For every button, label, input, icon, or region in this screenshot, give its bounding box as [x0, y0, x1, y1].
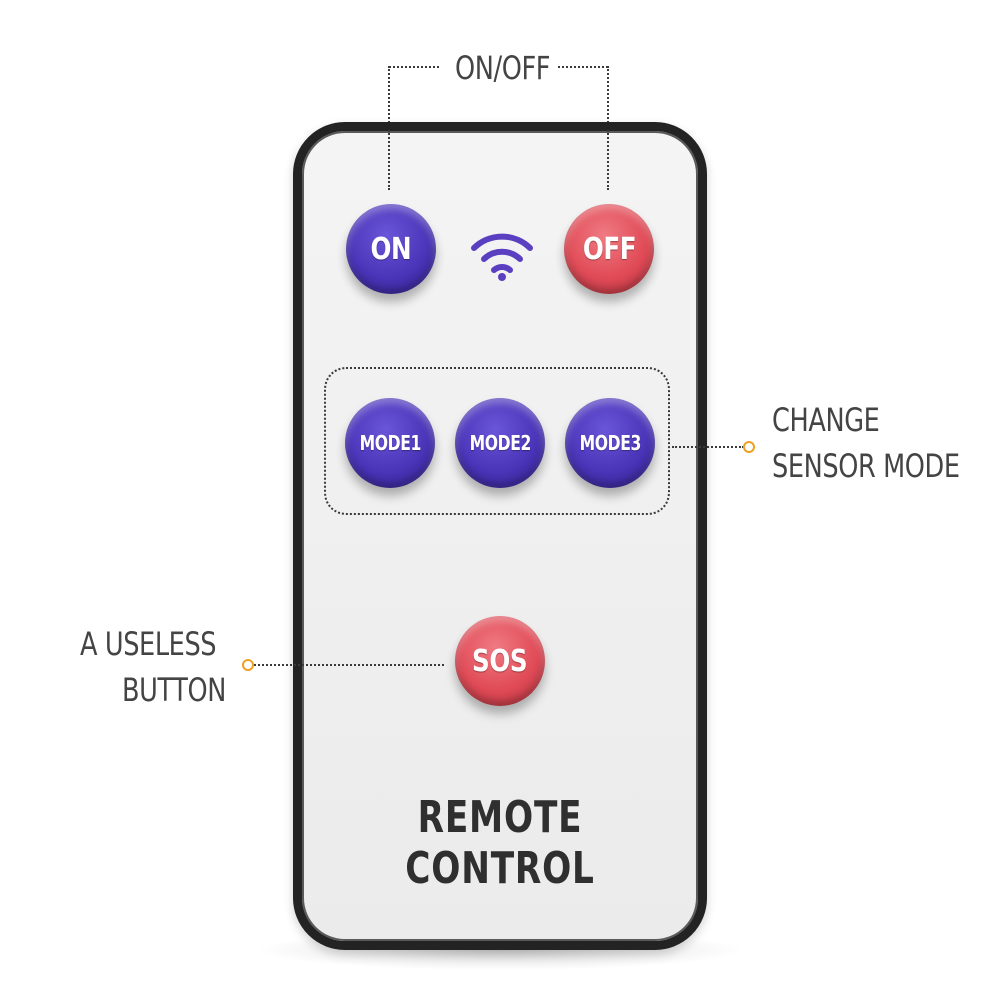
- on-button[interactable]: ON: [346, 204, 436, 294]
- on-off-callout-label: ON/OFF: [455, 49, 551, 87]
- on-off-connector-right: [558, 66, 608, 68]
- mode1-button[interactable]: MODE1: [345, 398, 435, 488]
- mode3-button-label: MODE3: [579, 431, 641, 455]
- change-sensor-mode-label-line1: CHANGE: [772, 401, 880, 439]
- sos-callout-pin-icon: [242, 659, 254, 671]
- off-button[interactable]: OFF: [564, 204, 654, 294]
- mode-connector: [672, 446, 744, 448]
- sos-button[interactable]: SOS: [455, 616, 545, 706]
- mode2-button-label: MODE2: [469, 431, 531, 455]
- on-off-connector-inner-right: [607, 130, 609, 190]
- useless-button-label-line2: BUTTON: [122, 671, 227, 709]
- mode2-button[interactable]: MODE2: [455, 398, 545, 488]
- on-button-label: ON: [370, 231, 412, 267]
- useless-button-label-line1: A USELESS: [80, 625, 217, 663]
- mode-group-outline: [324, 367, 670, 515]
- mode1-button-label: MODE1: [359, 431, 421, 455]
- remote-title: REMOTE CONTROL: [300, 792, 700, 894]
- on-off-connector-left: [389, 66, 439, 68]
- on-off-connector-inner-left: [388, 130, 390, 190]
- sos-connector: [254, 664, 444, 666]
- wifi-icon: [471, 233, 533, 281]
- change-sensor-mode-label-line2: SENSOR MODE: [772, 447, 960, 485]
- sos-button-label: SOS: [472, 643, 528, 679]
- off-button-label: OFF: [582, 231, 636, 267]
- mode3-button[interactable]: MODE3: [565, 398, 655, 488]
- remote-title-text: REMOTE CONTROL: [405, 792, 595, 894]
- mode-callout-pin-icon: [743, 441, 755, 453]
